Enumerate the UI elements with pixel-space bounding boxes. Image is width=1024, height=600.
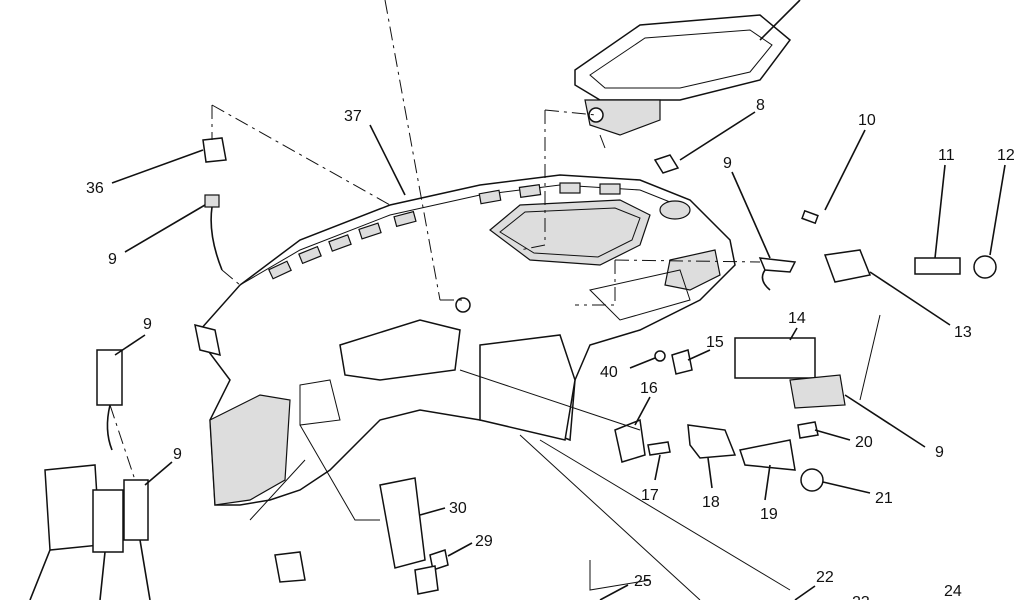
dashed-reference-lines <box>109 0 881 600</box>
callout-16: 16 <box>640 380 658 397</box>
bracket-19 <box>739 439 796 471</box>
sensor-36 <box>202 137 227 163</box>
callout-9: 9 <box>108 251 117 268</box>
callout-20: 20 <box>855 434 873 451</box>
callout-19: 19 <box>760 506 778 523</box>
callout-29: 29 <box>475 533 493 550</box>
bolt-10 <box>801 209 819 225</box>
leader-lines <box>111 0 1006 600</box>
callout-36: 36 <box>86 180 104 197</box>
bolt-17 <box>647 441 671 456</box>
bolt-8 <box>653 154 680 174</box>
callout-12: 12 <box>997 147 1015 164</box>
switch-18 <box>687 424 737 459</box>
components <box>29 137 997 600</box>
callout-14: 14 <box>788 310 806 327</box>
callout-9: 9 <box>723 155 732 172</box>
connector-9d <box>123 479 149 541</box>
lock-21 <box>800 468 824 492</box>
callout-8: 8 <box>756 97 765 114</box>
callout-10: 10 <box>858 112 876 129</box>
callout-18: 18 <box>702 494 720 511</box>
cylinder-11 <box>914 257 961 275</box>
callout-23: 23 <box>852 594 870 600</box>
callout-11: 11 <box>938 147 955 164</box>
callout-9: 9 <box>173 446 182 463</box>
callout-labels: 37 36 9 8 10 11 12 9 13 14 15 40 16 9 9 … <box>86 97 1015 600</box>
callout-9: 9 <box>143 316 152 333</box>
connector-9a <box>204 194 220 208</box>
callout-13: 13 <box>954 324 972 341</box>
screw-20 <box>797 421 819 439</box>
vent-30 <box>379 477 426 569</box>
callout-25: 25 <box>634 573 652 590</box>
junction-block <box>44 464 101 551</box>
airbag-module <box>574 14 792 136</box>
cap-12 <box>973 255 997 279</box>
callout-22: 22 <box>816 569 834 586</box>
callout-9: 9 <box>935 444 944 461</box>
callout-30: 30 <box>449 500 467 517</box>
switch-13 <box>823 249 872 283</box>
callout-40: 40 <box>600 364 618 381</box>
bulb-15 <box>671 349 693 375</box>
callout-17: 17 <box>641 487 659 504</box>
module-14 <box>734 337 816 379</box>
connector-9b <box>758 257 797 273</box>
callout-37: 37 <box>344 108 362 125</box>
bracket-16 <box>614 418 646 463</box>
instrument-panel <box>194 174 736 506</box>
connector-9c <box>96 349 123 406</box>
callout-21: 21 <box>875 490 893 507</box>
bulb-29 <box>429 549 449 571</box>
screw-40 <box>654 350 666 362</box>
callout-15: 15 <box>706 334 724 351</box>
defroster-grille-slots <box>268 182 621 280</box>
callout-24: 24 <box>944 583 962 600</box>
